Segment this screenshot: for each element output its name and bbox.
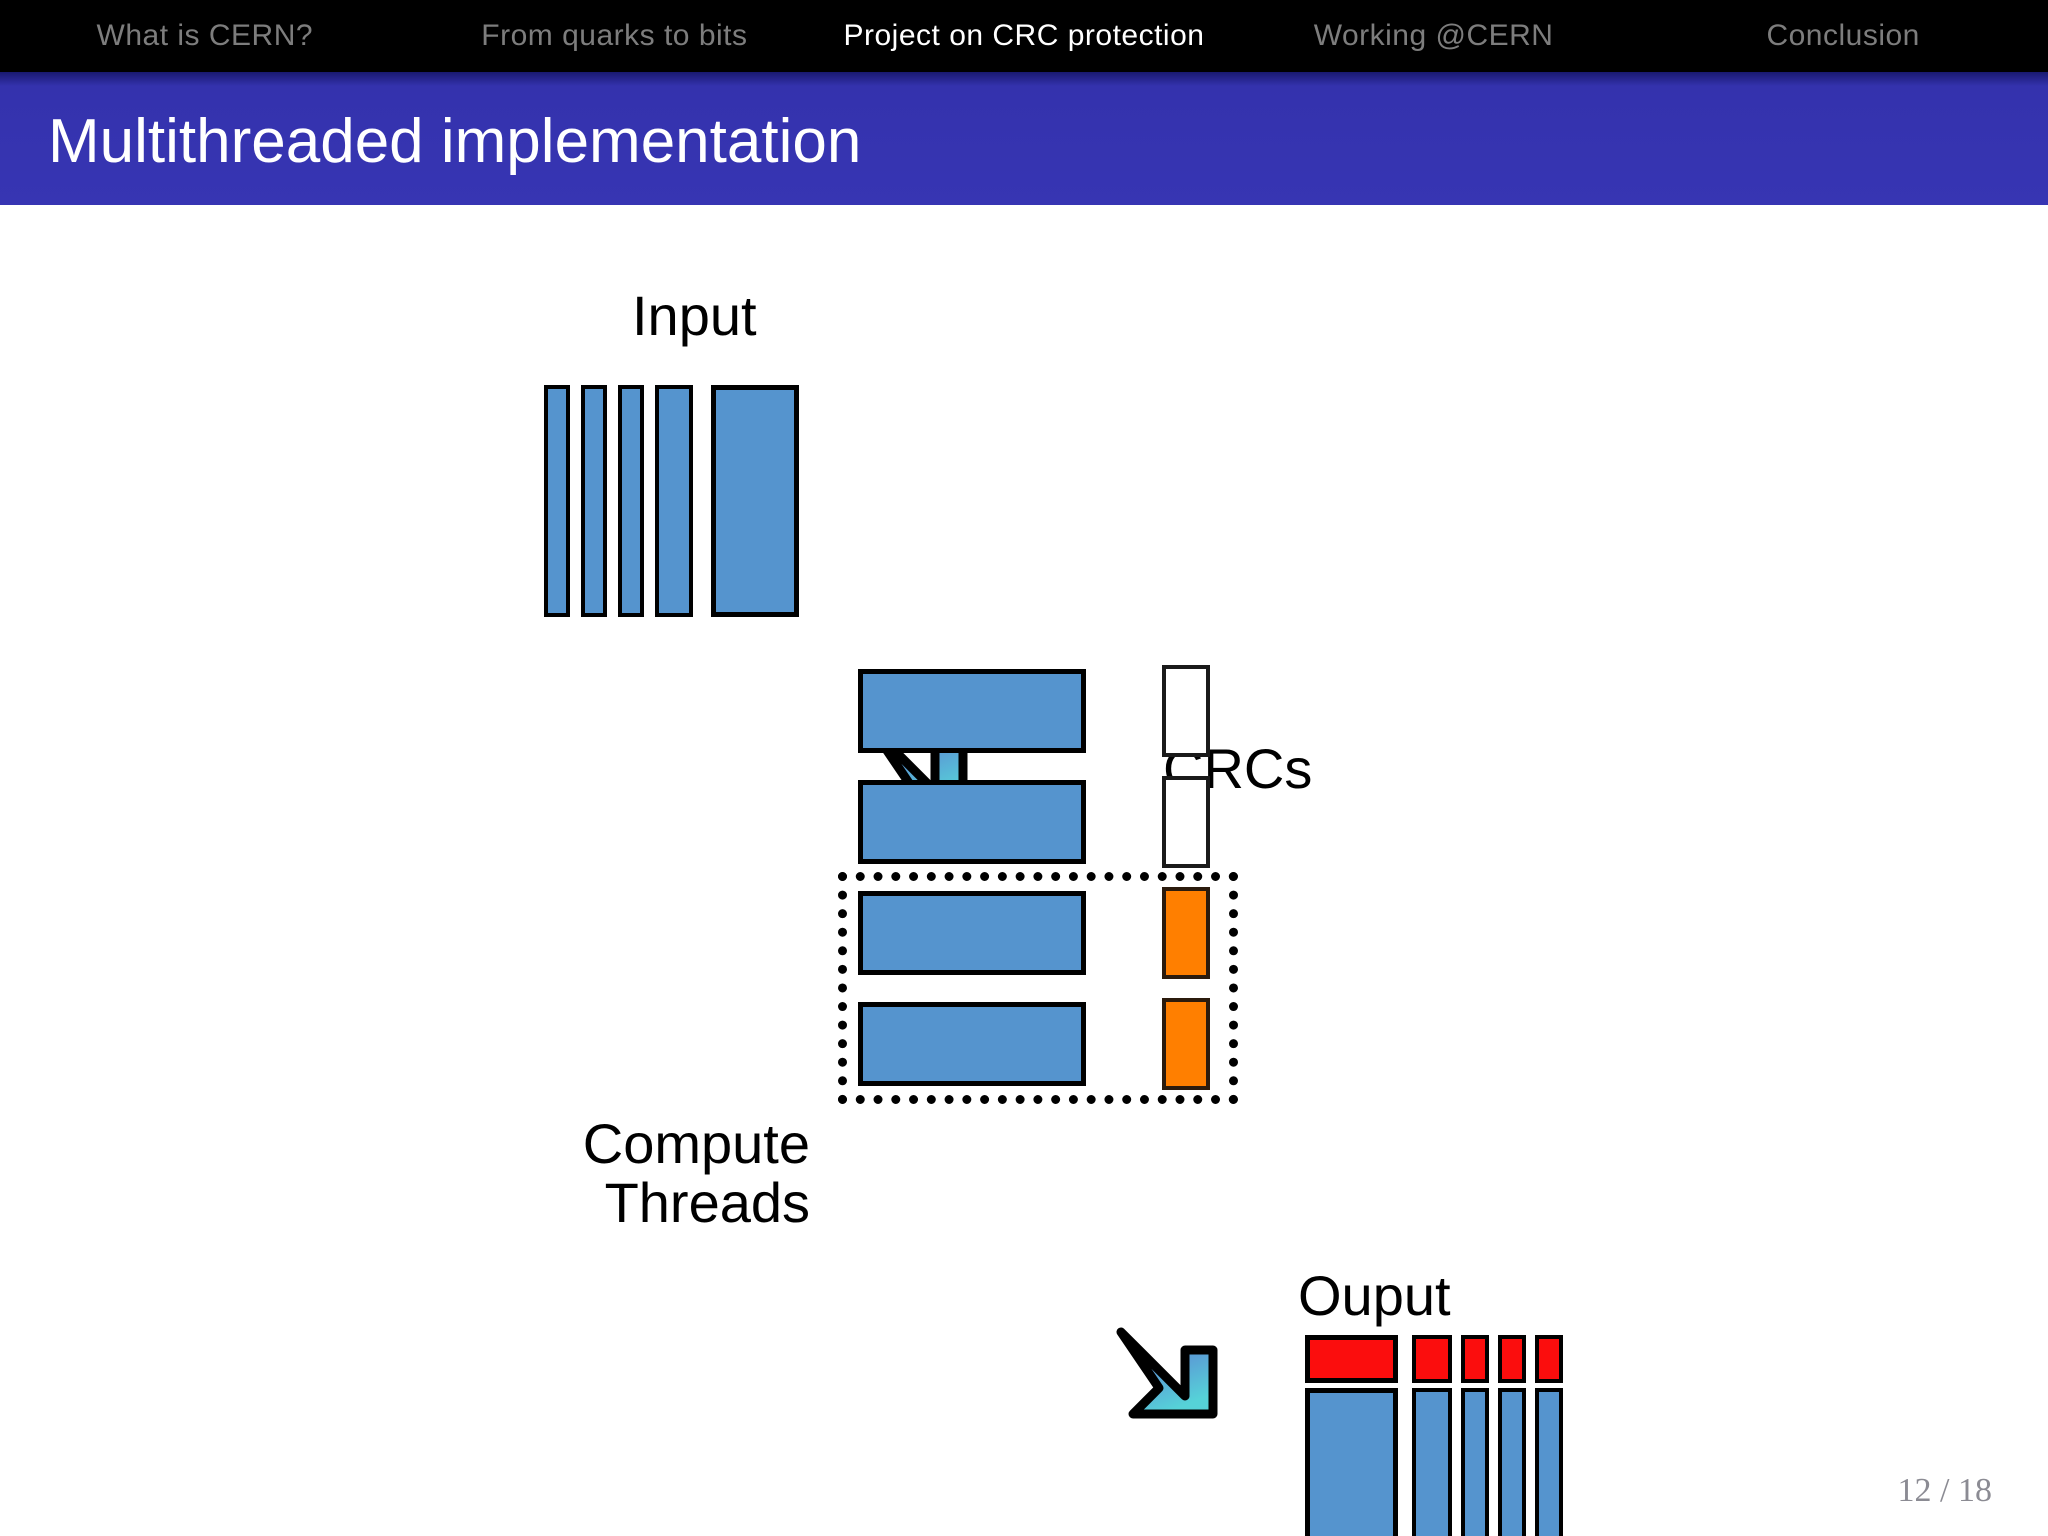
compute-threads-label-line2: Threads [604,1170,810,1234]
output-chunk-3-crc-cap [1461,1335,1489,1383]
compute-threads-label-line1: Compute [582,1112,810,1175]
output-chunk-2-body [1412,1388,1452,1536]
sidebar-item-project-on-crc-protection[interactable]: Project on CRC protection [843,19,1205,52]
nav-slot-2: From quarks to bits [410,19,820,53]
input-label: Input [632,284,757,347]
output-chunk-3-body [1461,1388,1489,1536]
thread-row-1 [858,669,1086,753]
output-chunk-1-body [1305,1388,1398,1536]
thread-row-4 [858,1002,1086,1086]
arrow-threads-to-output [1105,1320,1235,1434]
arrow-down-right-icon [1116,1327,1218,1419]
nav-slot-5: Conclusion [1638,19,2048,53]
sidebar-item-from-quarks-to-bits[interactable]: From quarks to bits [481,19,748,52]
sidebar-item-conclusion[interactable]: Conclusion [1766,19,1920,52]
output-chunk-5-crc-cap [1535,1335,1563,1383]
crc-box-4 [1162,998,1210,1090]
input-chunk-2 [581,385,607,617]
nav-slot-1: What is CERN? [0,19,410,53]
crc-box-1 [1162,665,1210,757]
compute-threads-label: Compute Threads [520,1112,810,1234]
sidebar-item-what-is-cern[interactable]: What is CERN? [96,19,314,52]
title-banner: Multithreaded implementation [0,72,2048,205]
output-chunk-4-body [1498,1388,1526,1536]
slide-body: Input CRCs Compute [0,205,2048,1536]
output-chunk-4-crc-cap [1498,1335,1526,1383]
output-chunk-2-crc-cap [1412,1335,1452,1383]
page-number: 12 / 18 [1897,1472,1992,1509]
thread-row-2 [858,780,1086,864]
crc-box-3 [1162,887,1210,979]
output-label: Ouput [1298,1264,1451,1327]
input-chunk-1 [544,385,570,617]
selection-region-dotted [838,872,1238,1104]
sidebar-item-working-at-cern[interactable]: Working @CERN [1313,19,1554,52]
input-chunk-3 [618,385,644,617]
nav-slot-4: Working @CERN [1229,19,1639,53]
section-navigation-bar: What is CERN? From quarks to bits Projec… [0,0,2048,72]
input-chunk-4 [655,385,693,617]
thread-row-3 [858,891,1086,975]
output-chunk-5-body [1535,1388,1563,1536]
crc-box-2 [1162,776,1210,868]
output-chunk-1-crc-cap [1305,1335,1398,1383]
nav-slot-3: Project on CRC protection [819,19,1229,53]
input-chunk-5 [711,385,799,617]
page-title: Multithreaded implementation [48,107,862,176]
